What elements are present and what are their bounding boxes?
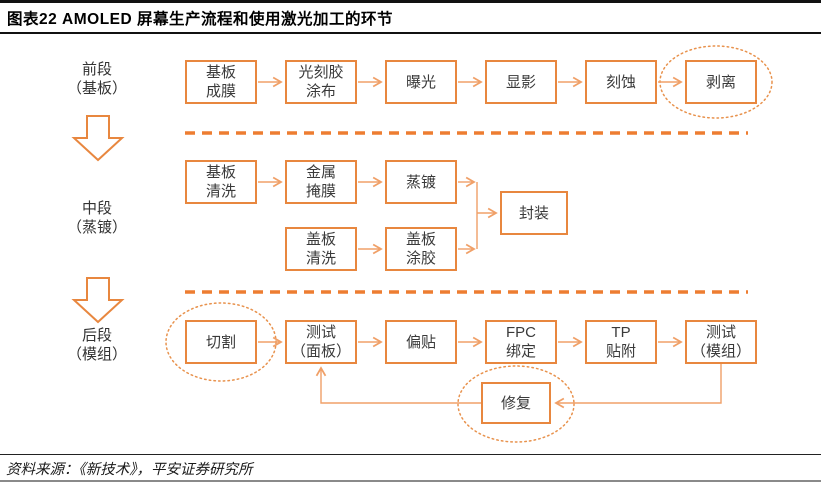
step-metal-mask: 金属 掩膜 xyxy=(285,160,357,204)
step-fpc-bonding: FPC 绑定 xyxy=(485,320,557,364)
line-moduletest-to-repair xyxy=(554,364,722,409)
bottom-rule xyxy=(0,480,821,482)
step-encapsulation: 封装 xyxy=(500,191,568,235)
step-evaporation: 蒸镀 xyxy=(385,160,457,204)
step-tp-lamination: TP 贴附 xyxy=(585,320,657,364)
step-cover-cleaning: 盖板 清洗 xyxy=(285,227,357,271)
step-exposure: 曝光 xyxy=(385,60,457,104)
source-note: 资料来源：《新技术》，平安证券研究所 xyxy=(6,462,253,478)
step-photoresist-coating: 光刻胶 涂布 xyxy=(285,60,357,104)
stage-label-back: 后段 （模组） xyxy=(66,327,127,363)
step-substrate-cleaning: 基板 清洗 xyxy=(185,160,257,204)
step-development: 显影 xyxy=(485,60,557,104)
stage-label-middle: 中段 （蒸镀） xyxy=(66,200,127,236)
step-substrate-film: 基板 成膜 xyxy=(185,60,257,104)
step-etching: 刻蚀 xyxy=(585,60,657,104)
step-cutting: 切割 xyxy=(185,320,257,364)
title-underline-rule xyxy=(0,32,821,34)
step-panel-test: 测试 （面板） xyxy=(285,320,357,364)
stage-label-front: 前段 （基板） xyxy=(66,61,127,97)
step-cover-gluing: 盖板 涂胶 xyxy=(385,227,457,271)
step-module-test: 测试 （模组） xyxy=(685,320,757,364)
figure-title: 图表22 AMOLED 屏幕生产流程和使用激光加工的环节 xyxy=(7,11,394,28)
step-polarizer-attach: 偏贴 xyxy=(385,320,457,364)
step-repair: 修复 xyxy=(481,382,551,424)
down-arrow-icon xyxy=(71,277,125,324)
down-arrow-icon xyxy=(71,115,125,162)
step-peeling: 剥离 xyxy=(685,60,757,104)
footer-rule xyxy=(0,454,821,455)
top-rule xyxy=(0,0,821,3)
line-repair-to-paneltest xyxy=(315,366,481,404)
